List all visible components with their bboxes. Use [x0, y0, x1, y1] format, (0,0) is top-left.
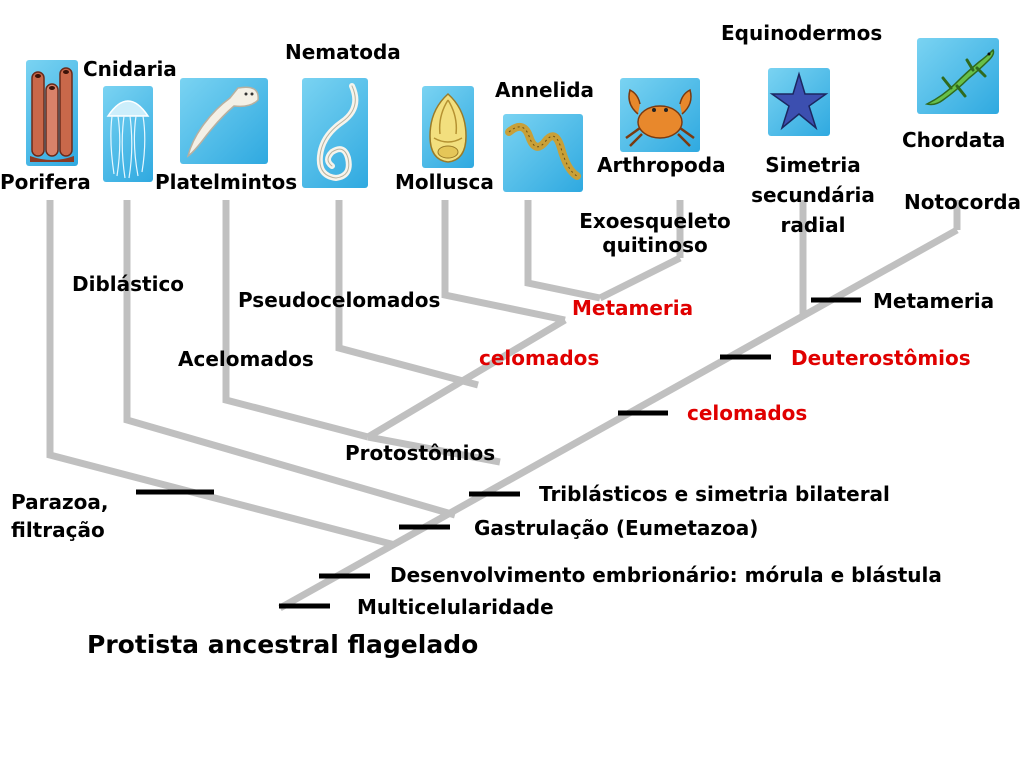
roundworm-icon: [316, 83, 359, 182]
trait-metameria-proto: Metameria: [572, 296, 694, 320]
arthropoda-branch: [598, 254, 682, 302]
taxon-platelmintos: Platelmintos: [155, 170, 298, 194]
trait-acelomados: Acelomados: [178, 347, 314, 371]
trait-parazoa: Parazoa, filtração: [11, 488, 108, 544]
crab-icon: [625, 88, 695, 147]
trait-triblasticos: Triblásticos e simetria bilateral: [539, 482, 890, 506]
taxon-equinodermos: Equinodermos: [721, 21, 883, 45]
trait-simetria-line1: Simetria: [765, 153, 861, 177]
taxon-porifera: Porifera: [0, 170, 91, 194]
trait-parazoa-line1: Parazoa,: [11, 490, 109, 514]
trait-celomados-main: celomados: [687, 401, 808, 425]
porifera-branch: [46, 200, 396, 549]
trait-metameria-deut: Metameria: [873, 289, 995, 313]
taxon-nematoda: Nematoda: [285, 40, 401, 64]
earthworm-icon: [505, 122, 581, 180]
starfish-icon: [769, 71, 829, 131]
protostome-stem: [367, 433, 501, 466]
lizard-icon: [924, 48, 995, 106]
snail-icon: [429, 92, 467, 163]
trait-parazoa-line2: filtração: [11, 518, 105, 542]
trait-notocorda: Notocorda: [904, 190, 1022, 214]
flatworm-image: [180, 78, 268, 164]
sponge-icon: [30, 67, 74, 162]
crab-image: [620, 78, 700, 152]
lizard-image: [917, 38, 999, 114]
trait-multicelularidade: Multicelularidade: [357, 595, 554, 619]
trait-exoesqueleto-line1: Exoesqueleto: [579, 209, 731, 233]
jellyfish-icon: [106, 100, 150, 179]
trait-gastrulacao: Gastrulação (Eumetazoa): [474, 516, 759, 540]
starfish-image: [768, 68, 830, 136]
roundworm-image: [302, 78, 368, 188]
sponge-image: [26, 60, 78, 166]
taxon-cnidaria: Cnidaria: [83, 57, 177, 81]
trait-exoesqueleto: Exoesqueleto quitinoso: [574, 209, 736, 257]
taxon-arthropoda: Arthropoda: [597, 153, 726, 177]
trait-pseudocelomados: Pseudocelomados: [238, 288, 441, 312]
taxon-chordata: Chordata: [902, 128, 1006, 152]
trait-celomados-proto: celomados: [479, 346, 600, 370]
trait-diblastico: Diblástico: [72, 272, 185, 296]
trait-simetria-line2: secundária: [751, 183, 875, 207]
annelida-branch: [524, 200, 601, 302]
platelmintos-branch: [222, 200, 369, 441]
snail-image: [422, 86, 474, 168]
trait-simetria: Simetria secundária radial: [745, 150, 881, 240]
root-label: Protista ancestral flagelado: [87, 630, 479, 659]
nematoda-branch: [335, 200, 479, 389]
taxon-mollusca: Mollusca: [395, 170, 494, 194]
trait-simetria-line3: radial: [780, 213, 846, 237]
trait-desenvolvimento: Desenvolvimento embrionário: mórula e bl…: [390, 563, 942, 587]
earthworm-image: [503, 114, 583, 192]
jellyfish-image: [103, 86, 153, 182]
trait-protostomios: Protostômios: [345, 441, 496, 465]
mollusca-branch: [441, 200, 566, 324]
taxon-annelida: Annelida: [495, 78, 595, 102]
trait-exoesqueleto-line2: quitinoso: [602, 233, 708, 257]
flatworm-icon: [186, 86, 259, 158]
trait-deuterostomios: Deuterostômios: [791, 346, 971, 370]
cnidaria-branch: [123, 200, 456, 519]
